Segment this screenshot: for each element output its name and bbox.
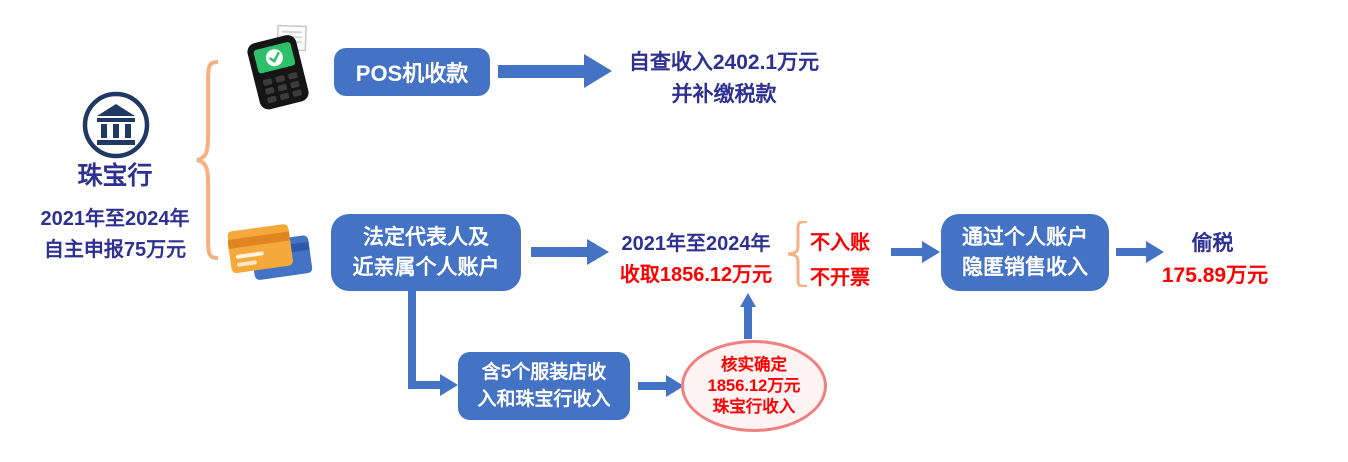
personal-account-line2: 近亲属个人账户: [352, 255, 500, 279]
shops-income-line2: 入和珠宝行收入: [477, 389, 611, 410]
left-brace: [196, 60, 218, 260]
bank-cards-icon: [227, 214, 316, 301]
arrow-issues-to-hide: [891, 241, 940, 263]
arrow-account-to-amount: [531, 239, 609, 265]
shops-income-box: 含5个服装店收 入和珠宝行收入: [458, 352, 630, 420]
entity-subtitle-line1: 2021年至2024年: [40, 208, 190, 230]
verify-line3: 珠宝行收入: [712, 397, 796, 416]
issue-item-no-invoice: 不开票: [810, 267, 870, 289]
entity-subtitle-line2: 自主申报75万元: [43, 239, 187, 261]
collection-amount-text: 收取1856.12万元: [619, 264, 773, 286]
bank-building-icon: [80, 90, 152, 165]
arrow-elbow-vertical: [408, 291, 416, 389]
arrow-verify-to-amount: [740, 293, 756, 339]
hide-income-box: 通过个人账户 隐匿销售收入: [941, 214, 1109, 291]
shops-income-line1: 含5个服装店收: [481, 362, 607, 383]
arrow-pos-to-result: [498, 54, 612, 88]
pos-collection-label: POS机收款: [355, 61, 469, 86]
issues-brace: [787, 221, 807, 287]
hide-income-line2: 隐匿销售收入: [962, 255, 1088, 279]
arrow-income-to-verify: [638, 375, 684, 397]
verify-line2: 1856.12万元: [707, 376, 801, 395]
pos-result-line2: 并补缴税款: [671, 83, 777, 106]
personal-account-line1: 法定代表人及: [363, 225, 489, 249]
hide-income-line1: 通过个人账户: [962, 225, 1088, 249]
arrow-elbow-head: [440, 374, 458, 396]
pos-result-line1: 自查收入2402.1万元: [628, 51, 820, 74]
arrow-hide-to-result: [1116, 241, 1164, 263]
personal-account-box: 法定代表人及 近亲属个人账户: [331, 214, 521, 291]
pos-collection-box: POS机收款: [334, 48, 490, 96]
verify-ellipse: 核实确定 1856.12万元 珠宝行收入: [681, 340, 827, 432]
evasion-label: 偷税: [1191, 232, 1234, 255]
arrow-elbow-horizontal: [408, 381, 440, 389]
pos-terminal-icon: [233, 24, 325, 121]
entity-title: 珠宝行: [77, 162, 153, 190]
evasion-amount: 175.89万元: [1161, 264, 1269, 287]
verify-line1: 核实确定: [721, 355, 787, 374]
collection-period-text: 2021年至2024年: [621, 233, 771, 255]
issue-item-no-booking: 不入账: [810, 232, 870, 254]
